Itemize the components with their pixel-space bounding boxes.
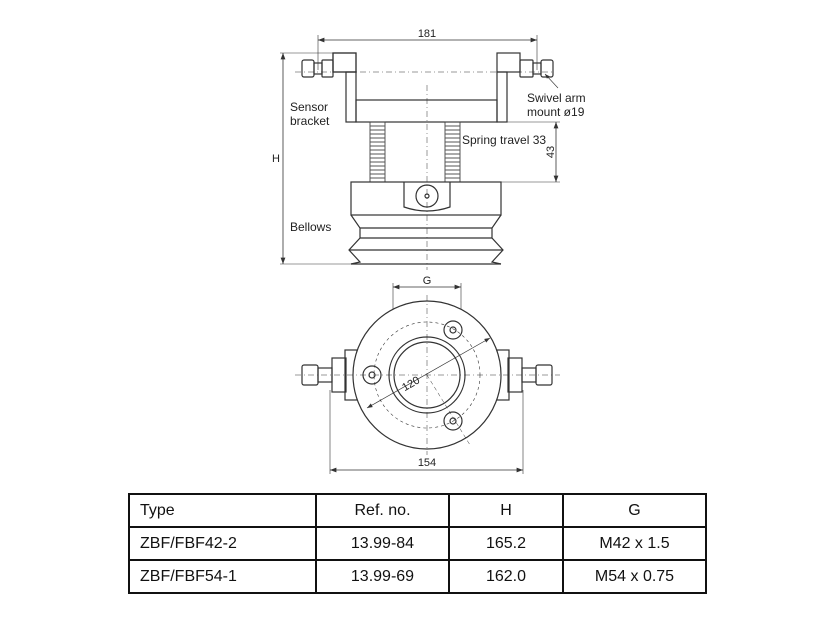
dim-43: 43	[545, 146, 557, 158]
label-bellows: Bellows	[290, 220, 332, 234]
cell-ref: 13.99-84	[315, 526, 450, 561]
dim-154: 154	[418, 457, 436, 469]
table-row: ZBF/FBF54-1 13.99-69 162.0 M54 x 0.75	[128, 559, 707, 594]
header-g: G	[562, 493, 707, 528]
side-view	[280, 35, 560, 270]
header-ref: Ref. no.	[315, 493, 450, 528]
label-spring-travel: Spring travel 33	[462, 133, 547, 147]
table-row: ZBF/FBF42-2 13.99-84 165.2 M42 x 1.5	[128, 526, 707, 561]
dim-g: G	[423, 275, 432, 287]
cell-g: M42 x 1.5	[562, 526, 707, 561]
label-sensor-bracket-2: bracket	[290, 114, 330, 128]
dim-h: H	[272, 153, 280, 165]
label-swivel-arm-2: mount ø19	[527, 105, 585, 119]
gripper-drawing: 181 H 43 G 120 154	[272, 28, 560, 474]
label-sensor-bracket-1: Sensor	[290, 100, 329, 114]
label-swivel-arm-1: Swivel arm	[527, 91, 586, 105]
header-h: H	[448, 493, 564, 528]
cell-g: M54 x 0.75	[562, 559, 707, 594]
table-header-row: Type Ref. no. H G	[128, 493, 707, 528]
cell-ref: 13.99-69	[315, 559, 450, 594]
spec-table: Type Ref. no. H G ZBF/FBF42-2 13.99-84 1…	[128, 493, 707, 594]
cell-type: ZBF/FBF42-2	[128, 526, 317, 561]
cell-type: ZBF/FBF54-1	[128, 559, 317, 594]
cell-h: 162.0	[448, 559, 564, 594]
header-type: Type	[128, 493, 317, 528]
cell-h: 165.2	[448, 526, 564, 561]
bottom-view	[295, 283, 560, 474]
dim-181: 181	[418, 28, 436, 40]
